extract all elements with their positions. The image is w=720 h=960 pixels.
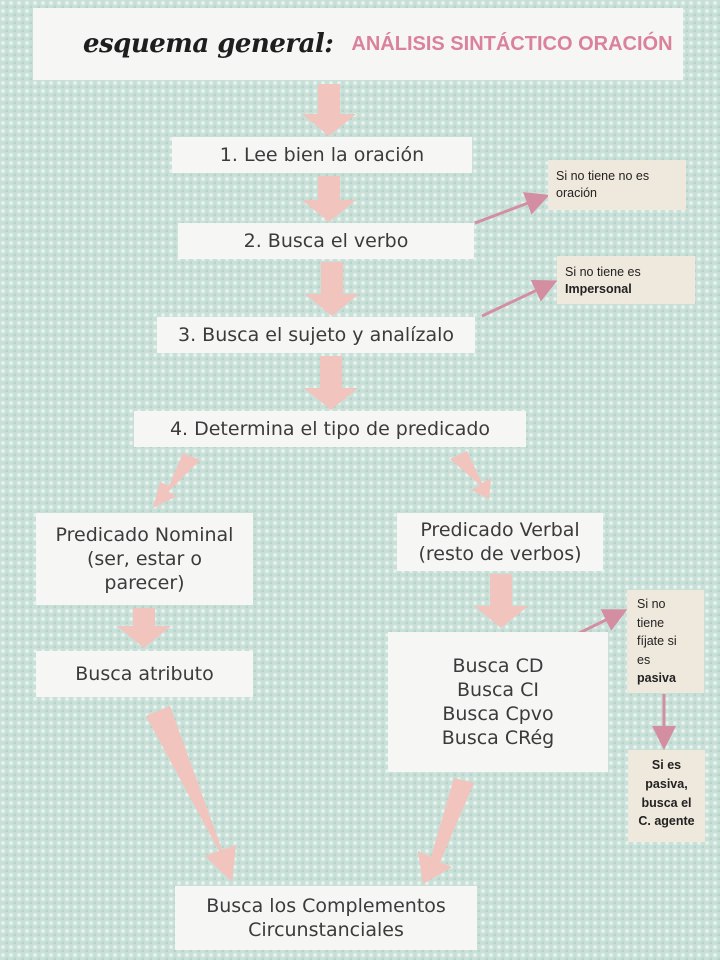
page-title: ANÁLISIS SINTÁCTICO ORACIÓN <box>351 32 673 55</box>
complementos-box: Busca CD Busca CI Busca Cpvo Busca CRég <box>388 632 608 772</box>
step-4-box: 4. Determina el tipo de predicado <box>134 411 526 447</box>
complemento-ci: Busca CI <box>457 678 539 701</box>
complemento-creg: Busca CRég <box>441 727 555 750</box>
arrow-step1-to-step2 <box>302 176 356 222</box>
complemento-cd: Busca CD <box>452 654 544 677</box>
note-no-oracion-text: Si no tiene no es oración <box>556 169 650 200</box>
arrow-verbal-to-complementos <box>474 574 528 628</box>
predicado-verbal-line-2: (resto de verbos) <box>418 543 582 565</box>
busca-atributo-label: Busca atributo <box>75 663 214 685</box>
note-pasiva-line-2: tiene <box>637 615 665 630</box>
arrow-title-to-step1 <box>302 84 356 136</box>
note-pasiva-line-3: fíjate si <box>637 634 677 648</box>
arrow-step4-to-nominal <box>153 453 200 508</box>
step-3-label: 3. Busca el sujeto y analízalo <box>178 324 454 346</box>
note-impersonal-text: Si no tiene es <box>565 265 641 279</box>
final-line-1: Busca los Complementos <box>206 894 446 917</box>
busca-atributo-box: Busca atributo <box>36 651 253 697</box>
title-box: esquema general: ANÁLISIS SINTÁCTICO ORA… <box>33 8 683 80</box>
complemento-cpvo: Busca Cpvo <box>442 703 554 725</box>
arrow-step2-to-step3 <box>305 262 359 316</box>
note-impersonal: Si no tiene es Impersonal <box>557 256 695 304</box>
step-2-box: 2. Busca el verbo <box>178 223 474 259</box>
note-agente: Si es pasiva, busca el C. agente <box>628 750 705 842</box>
note-no-oracion: Si no tiene no es oración <box>548 160 686 210</box>
pointer-to-note2 <box>481 279 558 318</box>
arrow-nominal-to-atributo <box>117 608 171 648</box>
step-1-label: 1. Lee bien la oración <box>219 144 425 166</box>
step-2-label: 2. Busca el verbo <box>243 230 409 252</box>
note-agente-line-2: pasiva, <box>645 776 688 791</box>
complementos-circunstanciales-box: Busca los Complementos Circunstanciales <box>175 886 477 950</box>
arrow-atributo-to-final <box>146 706 236 882</box>
predicado-nominal-line-3: parecer) <box>104 572 185 595</box>
final-line-2: Circunstanciales <box>248 919 404 941</box>
step-3-box: 3. Busca el sujeto y analízalo <box>157 317 475 353</box>
note-pasiva-bold: pasiva <box>637 671 676 685</box>
note-pasiva: Si no tiene fíjate si es pasiva <box>627 590 704 693</box>
note-agente-line-3: busca el <box>641 795 692 810</box>
predicado-verbal-box: Predicado Verbal (resto de verbos) <box>397 513 603 571</box>
note-pasiva-line-1: Si no <box>637 597 666 611</box>
predicado-verbal-line-1: Predicado Verbal <box>420 518 580 541</box>
arrow-step3-to-step4 <box>304 356 358 410</box>
predicado-nominal-line-1: Predicado Nominal <box>55 523 234 546</box>
arrow-complementos-to-final <box>418 778 474 884</box>
note-agente-line-4: C. agente <box>638 814 695 829</box>
pointer-to-note1 <box>474 192 550 225</box>
step-4-label: 4. Determina el tipo de predicado <box>169 418 491 440</box>
note-agente-line-1: Si es <box>651 758 682 772</box>
predicado-nominal-box: Predicado Nominal (ser, estar o parecer) <box>36 513 253 605</box>
note-impersonal-bold: Impersonal <box>565 281 632 296</box>
arrow-step4-to-verbal <box>450 451 491 499</box>
predicado-nominal-line-2: (ser, estar o <box>86 547 203 570</box>
note-pasiva-line-4: es <box>637 652 651 667</box>
handwritten-title: esquema general: <box>83 29 334 59</box>
step-1-box: 1. Lee bien la oración <box>172 137 472 173</box>
